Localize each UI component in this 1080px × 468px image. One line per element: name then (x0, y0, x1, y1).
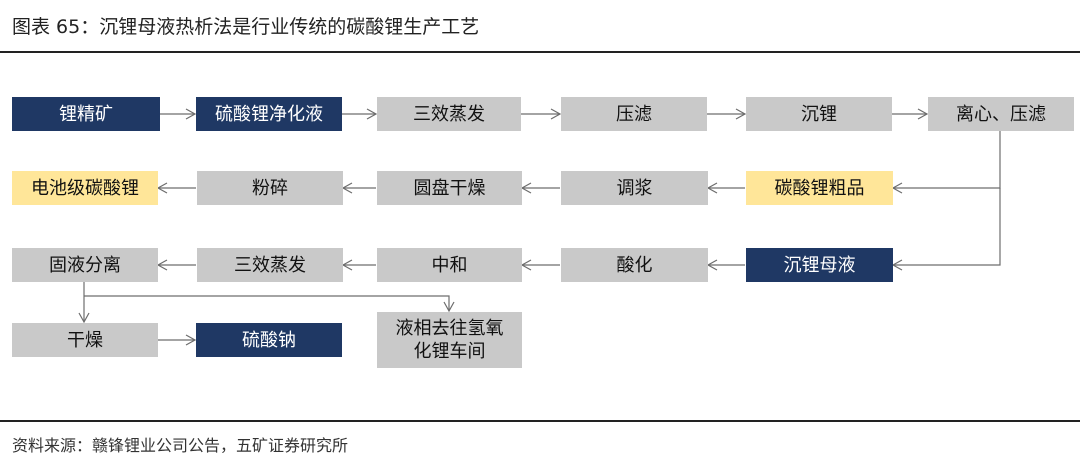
arrow-centrifuge-to-mother-liquor (891, 188, 1001, 271)
step-solid-liquid-separation: 固液分离 (12, 248, 158, 282)
step-triple-effect-evaporation-1: 三效蒸发 (377, 97, 521, 131)
step-crushing: 粉碎 (197, 171, 343, 205)
step-sodium-sulfate: 硫酸钠 (196, 323, 342, 357)
step-neutralization: 中和 (377, 248, 522, 282)
step-crude-lithium-carbonate: 碳酸锂粗品 (746, 171, 893, 205)
step-battery-grade-lithium-carbonate: 电池级碳酸锂 (12, 171, 158, 205)
step-disk-drying: 圆盘干燥 (377, 171, 522, 205)
bottom-rule (0, 420, 1080, 422)
step-press-filtration: 压滤 (561, 97, 707, 131)
figure-title: 图表 65：沉锂母液热析法是行业传统的碳酸锂生产工艺 (12, 16, 480, 38)
step-liquid-to-lithium-hydroxide-workshop: 液相去往氢氧 化锂车间 (377, 312, 522, 368)
step-acidification: 酸化 (561, 248, 708, 282)
step-triple-effect-evaporation-2: 三效蒸发 (197, 248, 343, 282)
arrow-separation-to-lioh (84, 295, 455, 313)
step-lithium-precipitation: 沉锂 (746, 97, 892, 131)
step-lithium-concentrate: 锂精矿 (12, 97, 160, 131)
top-rule (0, 51, 1080, 53)
step-centrifuge-press-filter: 离心、压滤 (928, 97, 1074, 131)
step-drying: 干燥 (12, 323, 158, 357)
lioh-line-2: 化锂车间 (413, 341, 486, 362)
arrow-centrifuge-to-crude (891, 131, 1001, 194)
lioh-line-1: 液相去往氢氧 (395, 318, 504, 339)
step-mother-liquor: 沉锂母液 (746, 248, 893, 282)
step-lithium-sulfate-purified-solution: 硫酸锂净化液 (196, 97, 342, 131)
step-slurrying: 调浆 (561, 171, 708, 205)
source-note: 资料来源：赣锋锂业公司公告，五矿证券研究所 (12, 436, 349, 455)
